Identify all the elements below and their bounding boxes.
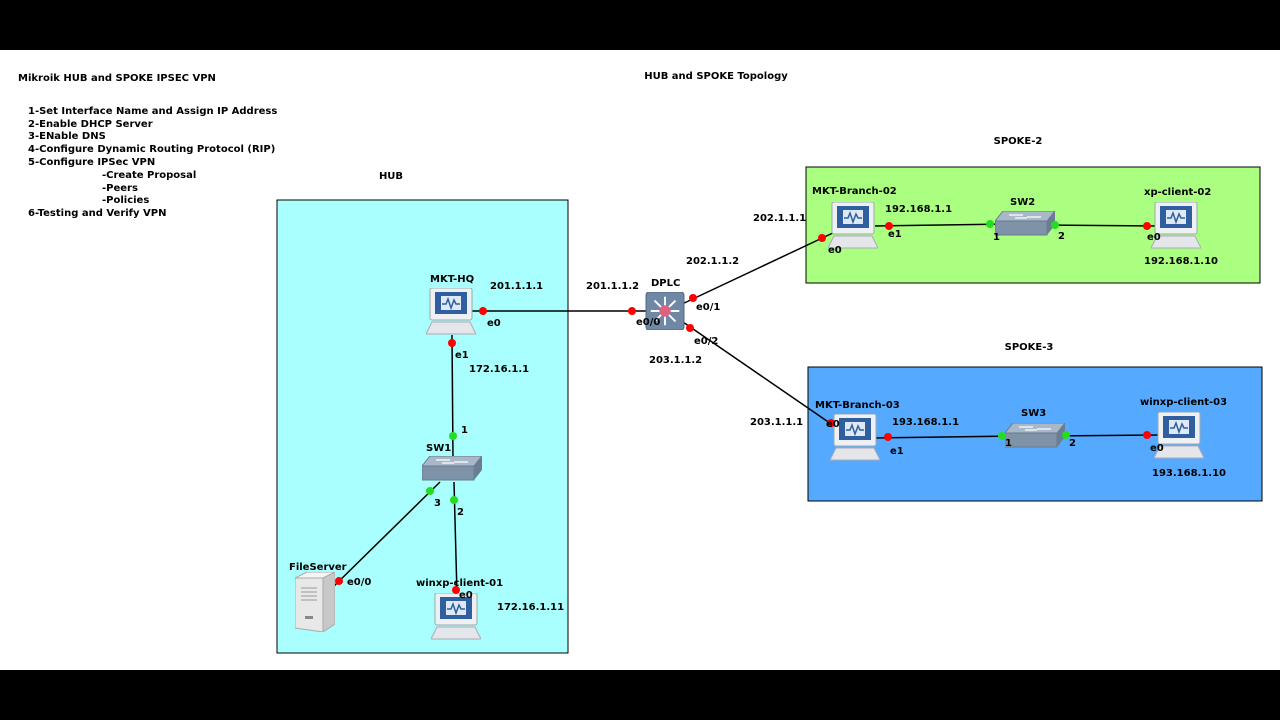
port-down-dot [479, 307, 487, 315]
link-hq-sw1[interactable] [451, 334, 454, 461]
mkt-branch-03-name: MKT-Branch-03 [815, 400, 900, 411]
topology-canvas: HUB and SPOKE Topology HUB SPOKE-2 SPOKE… [0, 50, 1280, 670]
sw3-switch-icon[interactable] [1005, 423, 1065, 448]
sw3-name: SW3 [1021, 408, 1046, 419]
mkt-hq-if-e1: e1 [455, 350, 469, 361]
spoke3-label: SPOKE-3 [1005, 342, 1054, 353]
port-down-dot [818, 234, 826, 242]
port-down-dot [1143, 431, 1151, 439]
sw3-port1: 1 [1005, 438, 1012, 449]
dplc-name: DPLC [651, 278, 680, 289]
step-5-sub-3: -Policies [102, 195, 150, 207]
topology-diagram: HUB and SPOKE Topology HUB SPOKE-2 SPOKE… [276, 71, 1263, 654]
step-2: 2-Enable DHCP Server [28, 118, 153, 130]
dplc-if-e01: e0/1 [696, 302, 720, 313]
mkt-hq-ip-e1: 172.16.1.1 [469, 364, 529, 375]
mkt-branch-02-ip-e1: 192.168.1.1 [885, 204, 952, 215]
winxp-client-03-if: e0 [1150, 443, 1164, 454]
spoke2-label: SPOKE-2 [994, 136, 1043, 147]
step-5-sub-2: -Peers [102, 182, 138, 194]
mkt-branch-03-ip-e0: 203.1.1.1 [750, 417, 803, 428]
mkt-branch-02-name: MKT-Branch-02 [812, 186, 897, 197]
sw1-name: SW1 [426, 443, 451, 454]
xp-client-02-ip: 192.168.1.10 [1144, 256, 1218, 267]
mkt-branch-02-pc-icon[interactable] [828, 202, 878, 249]
step-4: 4-Configure Dynamic Routing Protocol (RI… [28, 144, 276, 156]
step-5: 5-Configure IPSec VPN [28, 156, 156, 168]
notes-title: Mikroik HUB and SPOKE IPSEC VPN [18, 73, 216, 84]
sw2-port2: 2 [1058, 231, 1065, 242]
link-sw2-xp02[interactable] [1039, 224, 1161, 227]
port-down-dot [686, 324, 694, 332]
link-branch03-sw3[interactable] [874, 435, 1021, 439]
mkt-branch-03-if-e0: e0 [826, 419, 840, 430]
port-down-dot [452, 586, 460, 594]
winxp-client-03-name: winxp-client-03 [1140, 397, 1227, 408]
port-down-dot [1143, 222, 1151, 230]
port-indicators [335, 220, 1151, 594]
fileserver-if: e0/0 [347, 577, 371, 588]
dplc-ip-e00: 201.1.1.2 [586, 281, 639, 292]
port-down-dot [885, 222, 893, 230]
mkt-branch-02-if-e0: e0 [828, 245, 842, 256]
winxp-client-01-if: e0 [459, 590, 473, 601]
xp-client-02-if: e0 [1147, 232, 1161, 243]
dplc-ip-e01: 202.1.1.2 [686, 256, 739, 267]
link-dplc-branch03[interactable] [679, 319, 841, 431]
port-up-dot [450, 496, 458, 504]
port-up-dot [1051, 221, 1059, 229]
mkt-branch-03-if-e1: e1 [890, 446, 904, 457]
mkt-branch-02-if-e1: e1 [888, 229, 902, 240]
port-down-dot [335, 577, 343, 585]
sw1-port1: 1 [461, 425, 468, 436]
hub-label: HUB [379, 171, 403, 182]
step-3: 3-ENable DNS [28, 131, 106, 143]
sw1-port3: 3 [434, 498, 441, 509]
sw1-port2: 2 [457, 507, 464, 518]
port-down-dot [884, 433, 892, 441]
sw3-port2: 2 [1069, 438, 1076, 449]
labels: MKT-HQ 201.1.1.1 e0 e1 172.16.1.1 DPLC 2… [289, 186, 1227, 613]
fileserver-name: FileServer [289, 562, 347, 573]
sw1-switch-icon[interactable] [422, 456, 482, 481]
link-sw1-fileserver[interactable] [329, 481, 441, 591]
sw2-port1: 1 [993, 232, 1000, 243]
port-down-dot [448, 339, 456, 347]
port-down-dot [827, 419, 835, 427]
winxp-client-03-ip: 193.168.1.10 [1152, 468, 1226, 479]
instructions-notes: Mikroik HUB and SPOKE IPSEC VPN 1-Set In… [18, 73, 277, 221]
mkt-branch-02-ip-e0: 202.1.1.1 [753, 213, 806, 224]
port-up-dot [449, 432, 457, 440]
step-1: 1-Set Interface Name and Assign IP Addre… [28, 105, 278, 117]
winxp-client-01-ip: 172.16.1.11 [497, 602, 564, 613]
port-up-dot [1062, 431, 1070, 439]
sw2-switch-icon[interactable] [995, 211, 1055, 236]
mkt-branch-03-ip-e1: 193.168.1.1 [892, 417, 959, 428]
mkt-hq-pc-icon[interactable] [426, 288, 476, 335]
winxp-client-01-pc-icon[interactable] [431, 593, 481, 640]
step-6: 6-Testing and Verify VPN [28, 208, 167, 220]
step-5-sub-1: -Create Proposal [102, 169, 197, 181]
port-up-dot [998, 432, 1006, 440]
port-down-dot [628, 307, 636, 315]
port-up-dot [426, 487, 434, 495]
sw2-name: SW2 [1010, 197, 1035, 208]
port-down-dot [689, 294, 697, 302]
mkt-hq-if-e0: e0 [487, 318, 501, 329]
port-up-dot [986, 220, 994, 228]
dplc-ip-e02: 203.1.1.2 [649, 355, 702, 366]
xp-client-02-name: xp-client-02 [1144, 187, 1211, 198]
mkt-hq-name: MKT-HQ [430, 274, 474, 285]
winxp-client-01-name: winxp-client-01 [416, 578, 503, 589]
fileserver-icon[interactable] [295, 572, 335, 632]
dplc-if-e00: e0/0 [636, 317, 660, 328]
topology-title: HUB and SPOKE Topology [644, 71, 788, 82]
dplc-if-e02: e0/2 [694, 336, 718, 347]
link-dplc-branch02[interactable] [679, 231, 836, 306]
mkt-hq-ip-e0: 201.1.1.1 [490, 281, 543, 292]
